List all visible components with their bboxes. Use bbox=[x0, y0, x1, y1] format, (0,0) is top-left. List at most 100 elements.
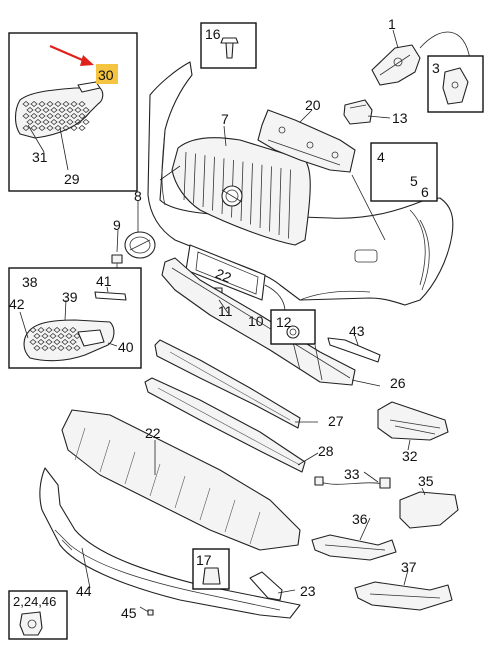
box-38-42[interactable] bbox=[8, 267, 142, 369]
callout-12: 12 bbox=[276, 314, 292, 330]
lower-spoiler-44[interactable] bbox=[39, 467, 301, 619]
decor-cell bbox=[74, 106, 82, 114]
fog-lamp-37[interactable] bbox=[354, 581, 453, 611]
decor-stroke bbox=[193, 153, 196, 204]
box-3[interactable] bbox=[427, 55, 484, 113]
callout-23: 23 bbox=[300, 583, 316, 599]
callout-45: 45 bbox=[121, 605, 137, 621]
fog-light-bezel-32[interactable] bbox=[377, 401, 449, 441]
box-2-24-46[interactable] bbox=[8, 590, 68, 640]
licence-plate-holder[interactable]: 22 bbox=[185, 244, 286, 313]
callout-26: 26 bbox=[390, 375, 406, 391]
callout-27: 27 bbox=[328, 413, 344, 429]
callout-31: 31 bbox=[32, 149, 48, 165]
callout-4: 4 bbox=[377, 149, 385, 165]
callout-17: 17 bbox=[196, 552, 212, 568]
decor-cell bbox=[62, 112, 70, 120]
decor-cell bbox=[30, 100, 38, 108]
decor-cell bbox=[65, 332, 73, 340]
decor-cell bbox=[62, 100, 70, 108]
decor-cell bbox=[78, 124, 86, 132]
callout-37: 37 bbox=[401, 559, 417, 575]
grille[interactable] bbox=[171, 137, 311, 246]
decor-cell bbox=[46, 124, 54, 132]
callout-41: 41 bbox=[96, 273, 112, 289]
box-17[interactable] bbox=[192, 548, 230, 590]
decor-cell bbox=[54, 124, 62, 132]
decor-cell bbox=[70, 100, 78, 108]
decor-cell bbox=[54, 112, 62, 120]
absorber-27[interactable] bbox=[154, 339, 301, 429]
decor-cell bbox=[29, 326, 37, 334]
reinforcement-26[interactable] bbox=[161, 257, 356, 386]
clip-13[interactable] bbox=[343, 99, 373, 125]
bracket-35[interactable] bbox=[399, 491, 459, 529]
decor-cell bbox=[30, 124, 38, 132]
decor-cell bbox=[53, 326, 61, 334]
decor-cell bbox=[41, 344, 49, 352]
emblem[interactable] bbox=[124, 231, 156, 259]
decor-cell bbox=[38, 100, 46, 108]
decor-cell bbox=[49, 344, 57, 352]
callout-36: 36 bbox=[352, 511, 368, 527]
callout-35: 35 bbox=[418, 473, 434, 489]
decor-stroke bbox=[149, 463, 161, 497]
trim-23[interactable] bbox=[249, 571, 283, 601]
honeycomb-pattern bbox=[22, 100, 90, 132]
wiring-33[interactable] bbox=[314, 476, 391, 489]
decor-cell bbox=[33, 332, 41, 340]
callout-9: 9 bbox=[113, 217, 121, 233]
decor-cell bbox=[73, 344, 81, 352]
decor-stroke bbox=[240, 161, 244, 222]
decor-cell bbox=[70, 112, 78, 120]
decor-stroke bbox=[224, 499, 236, 533]
leader-lines bbox=[19, 29, 426, 594]
clip-9[interactable] bbox=[111, 254, 123, 268]
decor-cell bbox=[45, 326, 53, 334]
decor-cell bbox=[37, 326, 45, 334]
decor-cell bbox=[61, 326, 69, 334]
decor-cell bbox=[22, 112, 30, 120]
bracket-20[interactable] bbox=[257, 109, 386, 241]
decor-cell bbox=[34, 106, 42, 114]
decor-cell bbox=[34, 118, 42, 126]
screw-45[interactable] bbox=[139, 606, 154, 616]
decor-cell bbox=[54, 100, 62, 108]
callout-5: 5 bbox=[410, 173, 418, 189]
decor-cell bbox=[26, 118, 34, 126]
callout-6: 6 bbox=[421, 184, 429, 200]
decor-cell bbox=[53, 338, 61, 346]
box-12[interactable] bbox=[270, 309, 316, 345]
decor-stroke bbox=[99, 439, 111, 473]
decor-cell bbox=[61, 338, 69, 346]
decor-cell bbox=[45, 338, 53, 346]
callout-22: 22 bbox=[145, 425, 161, 441]
box-29-30-31[interactable] bbox=[8, 32, 138, 192]
decor-cell bbox=[66, 118, 74, 126]
decor-stroke bbox=[269, 166, 272, 232]
decor-stroke bbox=[259, 164, 263, 229]
decor-cell bbox=[29, 338, 37, 346]
callout-11: 11 bbox=[218, 303, 233, 319]
decor-cell bbox=[50, 118, 58, 126]
fog-lamp-36[interactable] bbox=[311, 534, 397, 561]
callout-1: 1 bbox=[388, 16, 396, 32]
callout-20: 20 bbox=[305, 97, 321, 113]
absorber-28[interactable] bbox=[144, 377, 306, 473]
callout-3: 3 bbox=[432, 60, 440, 76]
trim-strip-43[interactable] bbox=[327, 337, 381, 363]
decor-cell bbox=[69, 338, 77, 346]
callout-8: 8 bbox=[134, 188, 142, 204]
sensor-bracket-1[interactable] bbox=[371, 31, 471, 86]
callout-7: 7 bbox=[221, 111, 229, 127]
decor-stroke bbox=[174, 475, 186, 509]
underbody-shield-22[interactable] bbox=[61, 409, 301, 551]
callout-32: 32 bbox=[402, 448, 418, 464]
callout-44: 44 bbox=[76, 583, 92, 599]
box-16[interactable] bbox=[200, 22, 257, 69]
callout-16: 16 bbox=[205, 26, 221, 42]
decor-cell bbox=[50, 106, 58, 114]
callout-13: 13 bbox=[392, 110, 408, 126]
decor-cell bbox=[82, 118, 90, 126]
